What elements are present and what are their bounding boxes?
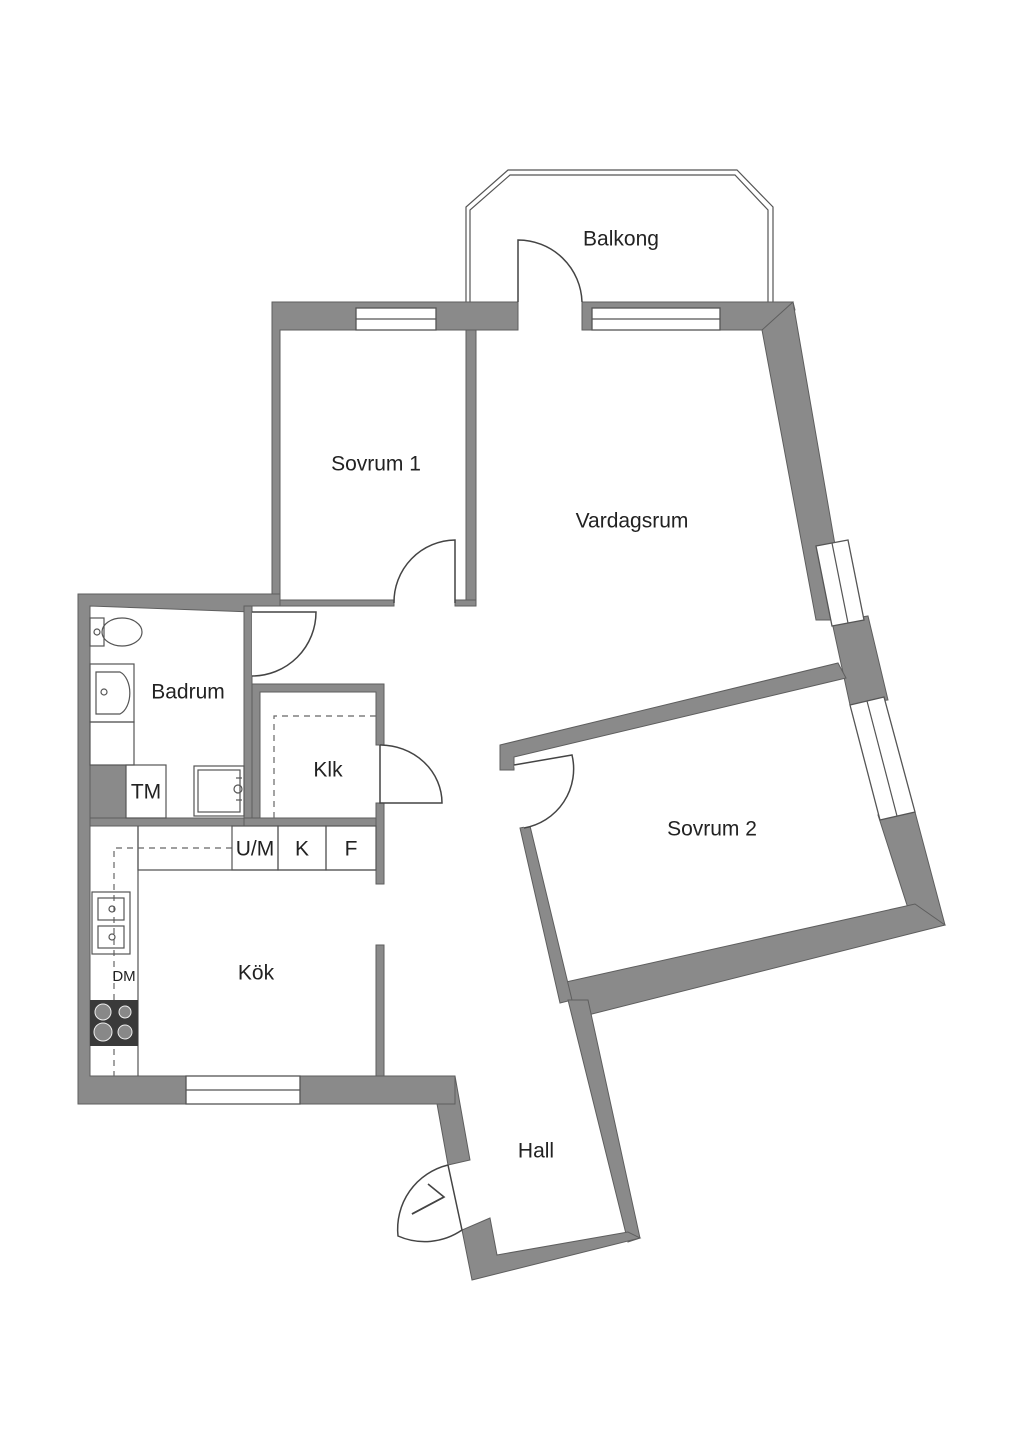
wall-bedroom1-right — [465, 329, 477, 607]
kitchen-sink-icon — [91, 891, 131, 955]
door-bedroom2[interactable] — [513, 754, 575, 829]
wall-left-outer — [77, 593, 281, 1105]
wall-closet-right-lower — [375, 802, 385, 885]
toilet-icon — [89, 617, 143, 647]
door-bathroom[interactable] — [251, 611, 317, 677]
washing-machine-box — [125, 764, 167, 819]
closet-shelf — [273, 715, 376, 818]
room-label-bedroom1: Sovrum 1 — [331, 453, 421, 476]
door-balcony[interactable] — [517, 239, 583, 303]
wall-top-left — [271, 301, 519, 601]
wall-right-mid — [831, 615, 889, 706]
bath-counter — [89, 721, 135, 766]
wall-closet — [251, 683, 385, 827]
room-label-hall: Hall — [518, 1140, 554, 1163]
wall-hall-right — [567, 999, 641, 1243]
freezer-label: F — [345, 838, 358, 861]
room-label-living: Vardagsrum — [576, 510, 689, 533]
freezer-box — [325, 825, 377, 871]
washing-machine-label: TM — [131, 781, 161, 804]
stove-icon — [90, 1000, 138, 1046]
wall-bedroom2-left — [519, 825, 573, 1004]
wall-hall-bottom — [461, 1217, 642, 1281]
balcony-outline-inner — [469, 174, 769, 302]
door-entrance[interactable] — [396, 1164, 463, 1243]
room-label-kitchen: Kök — [238, 962, 275, 985]
dishwasher-label: DM — [112, 968, 135, 985]
wall-closet-bottom — [243, 817, 377, 827]
wall-bath-kitchen — [89, 764, 127, 827]
wall-bedroom2-bottom — [565, 903, 947, 1016]
wall-bedroom1-bottom — [271, 599, 395, 607]
room-label-closet: Klk — [313, 759, 343, 782]
room-label-bedroom2: Sovrum 2 — [667, 818, 757, 841]
wall-bath-right — [243, 605, 253, 827]
balcony-outline — [465, 169, 774, 302]
room-label-bathroom: Badrum — [151, 681, 225, 704]
washer-dryer-label: U/M — [236, 838, 275, 861]
fridge-label: K — [295, 838, 309, 861]
wall-living-bedroom2 — [499, 662, 847, 771]
door-bedroom1[interactable] — [393, 539, 456, 604]
room-label-balcony: Balkong — [583, 228, 659, 251]
wall-bath-bottom — [89, 817, 245, 827]
shower-icon — [193, 765, 245, 817]
sink-icon — [89, 663, 135, 723]
wall-bedroom1-bottom-right — [454, 599, 477, 607]
door-closet[interactable] — [379, 744, 443, 804]
wall-kitchen-bottom — [299, 1075, 456, 1105]
wall-kitchen-right — [375, 944, 385, 1077]
